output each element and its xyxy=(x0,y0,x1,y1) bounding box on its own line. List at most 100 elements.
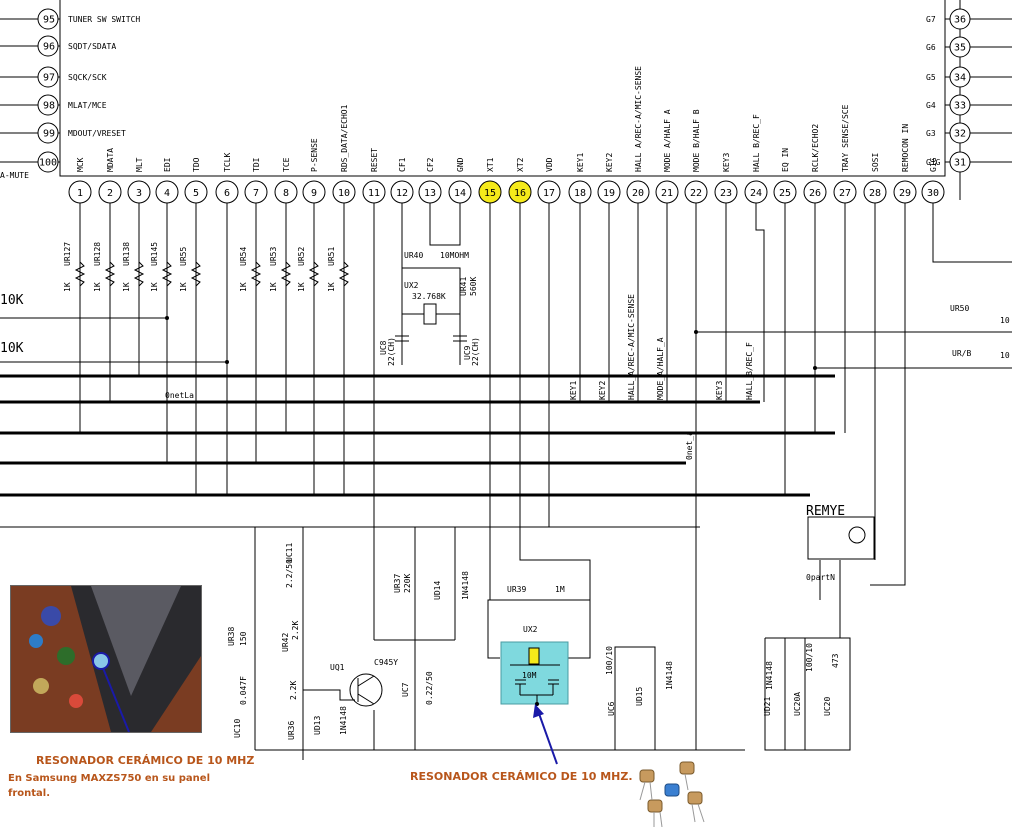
resistor-UR145 xyxy=(161,261,173,287)
pin-number-100: 100 xyxy=(39,158,57,169)
pin-35 xyxy=(949,36,971,58)
resistor-ref-UR145: UR145 xyxy=(150,242,159,266)
pin-number-6: 6 xyxy=(224,188,230,199)
pin-number-32: 32 xyxy=(954,129,966,140)
resistor-UR54 xyxy=(250,261,262,287)
pin-number-33: 33 xyxy=(954,101,966,112)
pin-label-35: G6 xyxy=(926,43,936,52)
ur38-ref: UR38 xyxy=(227,627,236,646)
resistor-UR52 xyxy=(308,261,320,287)
pin-number-35: 35 xyxy=(954,43,966,54)
uc9-ref: UC9 xyxy=(463,345,472,360)
lower-circuit xyxy=(254,203,851,760)
pin-96 xyxy=(37,35,59,57)
pin-label-30: G1G xyxy=(929,157,938,172)
resonator-caption: RESONADOR CERÁMICO DE 10 MHZ. xyxy=(410,770,633,783)
pin-label-29: REMOCON IN xyxy=(901,124,910,172)
resistor-val-UR128: 1K xyxy=(93,282,102,292)
photo-caption-line1: En Samsung MAXZS750 en su panel xyxy=(8,773,210,784)
pin-label-25: EQ IN xyxy=(781,148,790,172)
pin-number-5: 5 xyxy=(193,188,199,199)
pin-number-15: 15 xyxy=(484,188,496,199)
resistor-val-UR138: 1K xyxy=(122,282,131,292)
pin-number-28: 28 xyxy=(869,188,881,199)
ur50-ref: UR50 xyxy=(950,304,969,313)
photo-caption-line2: frontal. xyxy=(8,788,50,799)
resistor-UR127 xyxy=(74,261,86,287)
net-label-2: KEY2 xyxy=(598,381,607,400)
pin-label-13: CF2 xyxy=(426,157,435,172)
pin-label-6: TCLK xyxy=(223,153,232,172)
ur39-ref: UR39 xyxy=(507,585,526,594)
pin-99 xyxy=(37,122,59,144)
pin-number-20: 20 xyxy=(632,188,644,199)
resistor-ref-UR127: UR127 xyxy=(63,242,72,266)
net-label-4: MODE_A/HALF_A xyxy=(656,337,665,400)
pin-label-22: MODE B/HALF B xyxy=(692,109,701,172)
pin-number-18: 18 xyxy=(574,188,586,199)
urb-val: 10 xyxy=(1000,351,1010,360)
resistor-val-UR53: 1K xyxy=(269,282,278,292)
pin-number-27: 27 xyxy=(839,188,851,199)
pin-36 xyxy=(949,8,971,30)
pin-number-19: 19 xyxy=(603,188,615,199)
resistor-UR53 xyxy=(280,261,292,287)
pin-label-5: TDO xyxy=(192,157,201,172)
pin-label-3: MLT xyxy=(135,157,144,172)
pin-label-34: G5 xyxy=(926,73,936,82)
pin-label-8: TCE xyxy=(282,157,291,172)
pin-label-99: MDOUT/VRESET xyxy=(68,129,126,138)
pin-number-17: 17 xyxy=(543,188,555,199)
resistor-val-UR127: 1K xyxy=(63,282,72,292)
uc11-ref: UC11 xyxy=(285,543,294,562)
ud15-ref: UD15 xyxy=(635,687,644,706)
pin-number-2: 2 xyxy=(107,188,113,199)
pin-number-96: 96 xyxy=(43,42,55,53)
pin-number-4: 4 xyxy=(164,188,170,199)
uc10-val: 0.047F xyxy=(239,676,248,705)
pin-number-36: 36 xyxy=(954,15,966,26)
pin-95 xyxy=(37,8,59,30)
resistor-ref-UR138: UR138 xyxy=(122,242,131,266)
ud14-val: 1N4148 xyxy=(461,571,470,600)
pin-label-24: HALL B/REC_F xyxy=(752,114,761,172)
pin-label-97: SQCK/SCK xyxy=(68,73,107,82)
ux2-top-ref: UX2 xyxy=(404,281,419,290)
ur40-ref: UR40 xyxy=(404,251,423,260)
pin-label-95: TUNER SW SWITCH xyxy=(68,15,140,24)
pin-label-18: KEY1 xyxy=(576,153,585,172)
uq1-val: C945Y xyxy=(374,658,398,667)
pin-number-25: 25 xyxy=(779,188,791,199)
net-label-3: HALL_A/REC-A/MIC-SENSE xyxy=(627,294,636,400)
pin-number-11: 11 xyxy=(368,188,380,199)
pin-33 xyxy=(949,94,971,116)
pin-label-36: G7 xyxy=(926,15,936,24)
uc20-val: 473 xyxy=(831,653,840,668)
pin-label-10: RDS_DATA/ECHO1 xyxy=(340,104,349,172)
pin-label-15: XT1 xyxy=(486,157,495,172)
pin-number-24: 24 xyxy=(750,188,762,199)
left-10k-2: 10K xyxy=(0,341,24,356)
pin-number-98: 98 xyxy=(43,101,55,112)
remote-receiver xyxy=(807,516,875,560)
pin-label-11: RESET xyxy=(370,148,379,172)
resonator-photo xyxy=(10,585,202,733)
pin-number-26: 26 xyxy=(809,188,821,199)
ur36-ref: UR36 xyxy=(287,721,296,740)
pin-number-16: 16 xyxy=(514,188,526,199)
pin-number-95: 95 xyxy=(43,15,55,26)
pin-label-28: SOSI xyxy=(871,153,880,172)
ur41-ref: UR41 xyxy=(459,277,468,296)
resistor-ref-UR55: UR55 xyxy=(179,247,188,266)
pin-number-7: 7 xyxy=(253,188,259,199)
ud15-val: 1N4148 xyxy=(665,661,674,690)
pin-label-16: XT2 xyxy=(516,157,525,172)
resistor-ref-UR51: UR51 xyxy=(327,247,336,266)
ur42-ref: UR42 xyxy=(281,633,290,652)
resistor-UR51 xyxy=(338,261,350,287)
pin-98 xyxy=(37,94,59,116)
ud14-ref: UD14 xyxy=(433,581,442,600)
xtal-32k-section xyxy=(395,203,467,365)
